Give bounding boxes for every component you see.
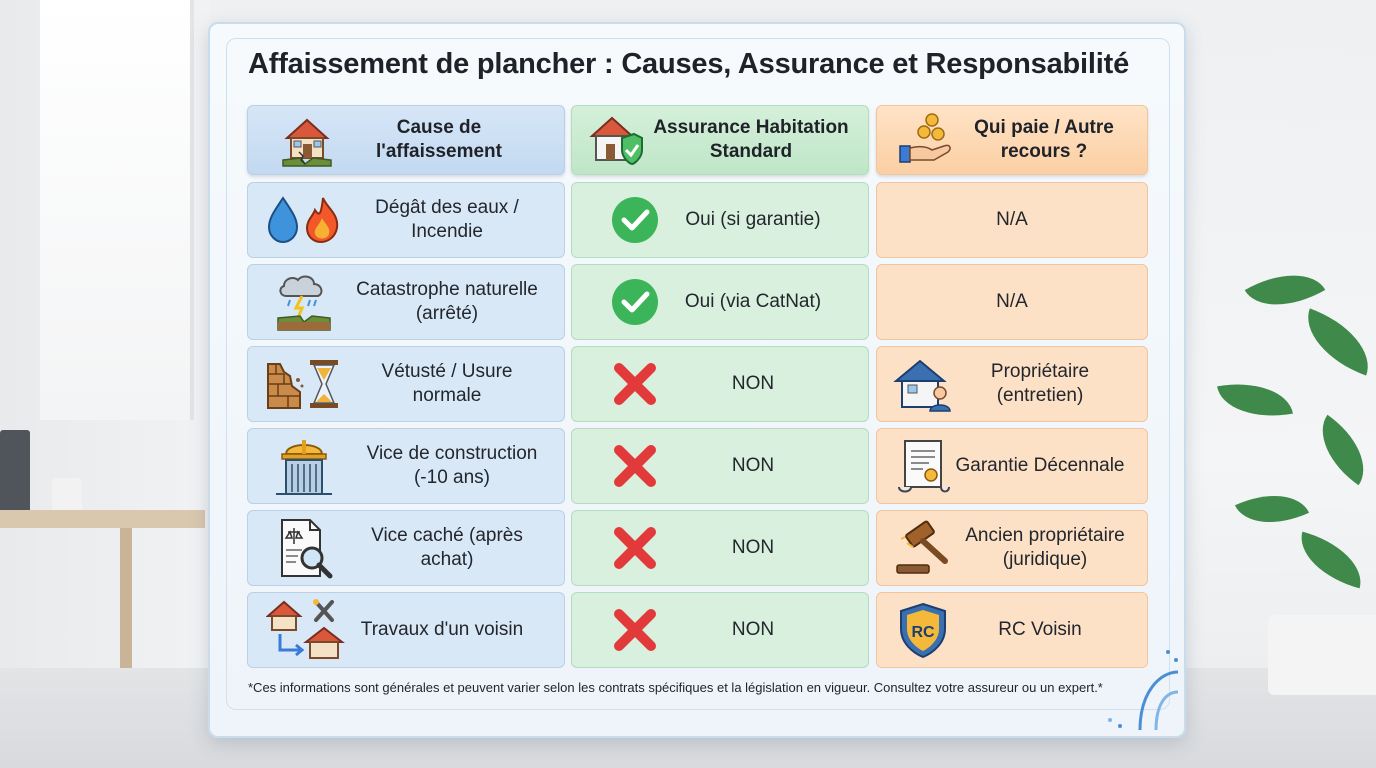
house-shield-icon <box>586 112 646 168</box>
info-card: Affaissement de plancher : Causes, Assur… <box>208 22 1186 738</box>
header-cause-label: Cause de l'affaissement <box>376 117 502 162</box>
rc-shield-icon: RC <box>891 601 955 659</box>
header-assurance-label: Assurance Habitation Standard <box>653 117 849 162</box>
assurance-label: Oui (si garantie) <box>685 209 821 230</box>
assurance-label: NON <box>731 537 775 558</box>
table-row-recours: N/A <box>876 264 1148 340</box>
recours-label: Garantie Décennale <box>955 455 1125 476</box>
table-row-recours: RC RC Voisin <box>876 592 1148 668</box>
table-row-cause: Dégât des eaux / Incendie <box>247 182 565 258</box>
background-desk <box>0 510 205 528</box>
cross-icon <box>610 442 660 490</box>
background-window <box>40 0 194 420</box>
houses-tools-icon <box>264 598 348 662</box>
assurance-label: NON <box>731 455 775 476</box>
storm-earthquake-icon <box>264 270 344 334</box>
table-row-cause: Vice de construction (-10 ans) <box>247 428 565 504</box>
construction-building-icon <box>264 434 344 498</box>
plant-leaf <box>1217 374 1293 426</box>
cause-label: Travaux d'un voisin <box>360 619 524 640</box>
background-laptop <box>0 430 30 515</box>
card-inner-border <box>226 38 1170 710</box>
table-row-recours: Propriétaire (entretien) <box>876 346 1148 422</box>
recours-label: Propriétaire (entretien) <box>990 361 1090 406</box>
plant-leaf <box>1234 478 1310 540</box>
table-row-cause: Vétusté / Usure normale <box>247 346 565 422</box>
circuit-decoration <box>1108 650 1179 731</box>
cause-label: Dégât des eaux / Incendie <box>375 197 519 242</box>
table-row-recours: Garantie Décennale <box>876 428 1148 504</box>
house-owner-icon <box>891 355 955 413</box>
table-row-recours: N/A <box>876 182 1148 258</box>
checkmark-icon <box>610 196 660 244</box>
page-title: Affaissement de plancher : Causes, Assur… <box>248 48 1129 80</box>
cross-icon <box>610 360 660 408</box>
background-plant-pot <box>52 478 82 513</box>
background-desk-leg <box>120 528 132 668</box>
table-row-cause: Travaux d'un voisin <box>247 592 565 668</box>
table-row-assurance: Oui (via CatNat) <box>571 264 869 340</box>
cause-label: Vice de construction (-10 ans) <box>366 443 538 488</box>
cause-label: Vice caché (après achat) <box>371 525 523 570</box>
plant-leaf <box>1304 414 1376 486</box>
recours-label: RC Voisin <box>998 619 1082 640</box>
checkmark-icon <box>610 278 660 326</box>
plant-leaf <box>1292 531 1370 589</box>
recours-label: N/A <box>996 291 1028 312</box>
table-row-recours: Ancien propriétaire (juridique) <box>876 510 1148 586</box>
header-recours: Qui paie / Autre recours ? <box>876 105 1148 175</box>
cause-label: Vétusté / Usure normale <box>381 361 513 406</box>
footnote: *Ces informations sont générales et peuv… <box>248 680 1103 695</box>
background-plant-pot-right <box>1268 615 1376 695</box>
water-fire-icon <box>264 194 344 246</box>
cause-label: Catastrophe naturelle (arrêté) <box>356 279 538 324</box>
table-row-cause: Catastrophe naturelle (arrêté) <box>247 264 565 340</box>
table-row-assurance: NON <box>571 592 869 668</box>
assurance-label: NON <box>731 619 775 640</box>
document-magnifier-icon <box>264 516 344 580</box>
hand-coins-icon <box>895 112 959 168</box>
table-row-assurance: Oui (si garantie) <box>571 182 869 258</box>
gavel-icon <box>891 519 955 577</box>
rc-badge-text: RC <box>911 624 935 641</box>
header-recours-label: Qui paie / Autre recours ? <box>974 117 1114 162</box>
table-row-assurance: NON <box>571 346 869 422</box>
recours-label: Ancien propriétaire (juridique) <box>965 525 1125 570</box>
plant-leaf <box>1294 308 1376 376</box>
wall-hourglass-icon <box>264 356 344 412</box>
certificate-scroll-icon <box>891 437 955 495</box>
house-crack-icon <box>272 112 342 168</box>
table-row-assurance: NON <box>571 428 869 504</box>
table-row-cause: Vice caché (après achat) <box>247 510 565 586</box>
assurance-label: Oui (via CatNat) <box>684 291 822 312</box>
cross-icon <box>610 524 660 572</box>
recours-label: N/A <box>996 209 1028 230</box>
header-cause: Cause de l'affaissement <box>247 105 565 175</box>
cross-icon <box>610 606 660 654</box>
assurance-label: NON <box>731 373 775 394</box>
header-assurance: Assurance Habitation Standard <box>571 105 869 175</box>
table-row-assurance: NON <box>571 510 869 586</box>
